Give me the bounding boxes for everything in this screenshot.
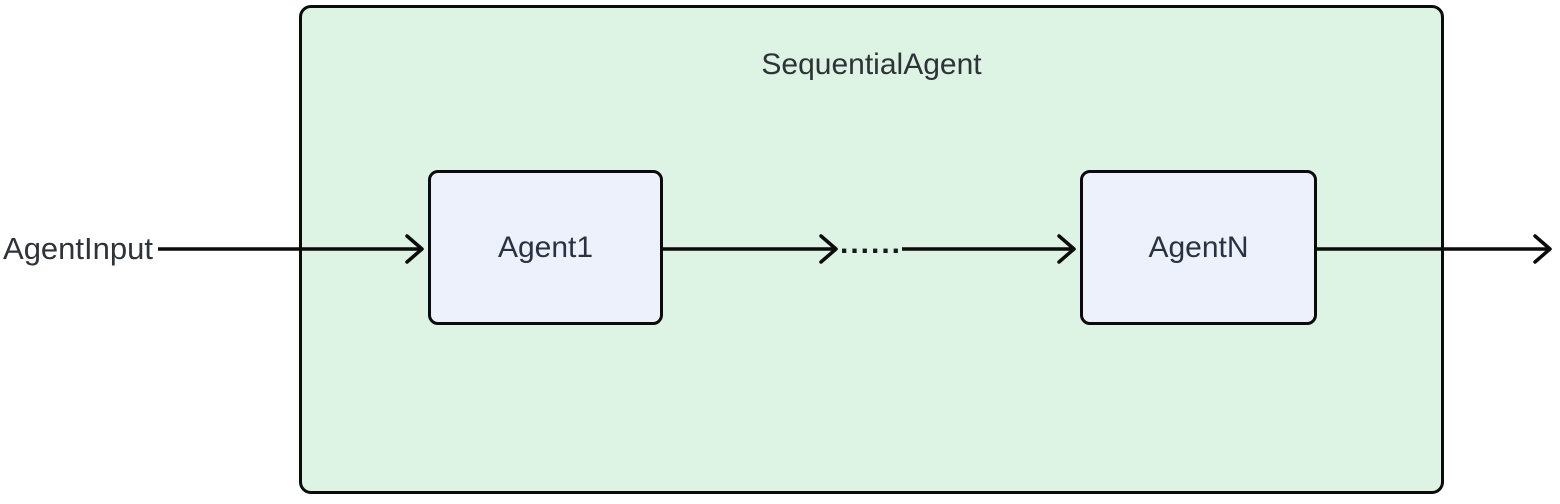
container-title: SequentialAgent — [761, 48, 982, 81]
node-agentn: AgentN — [1080, 170, 1317, 325]
node-agent1: Agent1 — [428, 170, 663, 325]
edge-ellipsis-label: ...... — [840, 227, 903, 260]
node-agent1-label: Agent1 — [497, 230, 594, 264]
node-agentn-label: AgentN — [1148, 230, 1249, 264]
agent-input-label: AgentInput — [3, 231, 153, 266]
